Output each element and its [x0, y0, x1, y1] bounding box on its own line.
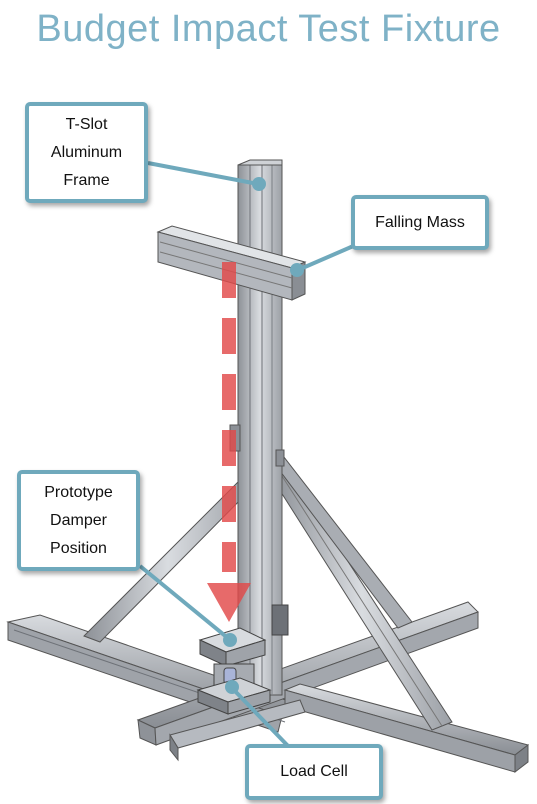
callout-frame-label: T-Slot Aluminum Frame: [50, 115, 123, 189]
diagonal-brace-back: [267, 451, 413, 629]
leader-loadcell-dot: [225, 680, 239, 694]
callout-load-cell: Load Cell: [245, 744, 383, 800]
leader-frame: [147, 161, 259, 186]
callout-frame: T-Slot Aluminum Frame: [25, 102, 148, 203]
callout-damper-label: Prototype Damper Position: [44, 483, 113, 557]
leader-frame-dot: [252, 177, 266, 191]
leader-mass: [297, 242, 359, 272]
vertical-column: [229, 159, 289, 696]
page-title: Budget Impact Test Fixture: [36, 8, 501, 50]
callout-load-cell-label: Load Cell: [280, 763, 348, 780]
callout-falling-mass: Falling Mass: [351, 195, 489, 250]
callout-falling-mass-label: Falling Mass: [375, 213, 465, 231]
leader-mass-dot: [290, 263, 304, 277]
base-rail-front: [283, 683, 530, 774]
leader-loadcell: [230, 686, 291, 749]
leader-damper-dot: [223, 633, 237, 647]
base-rail-front-left: [169, 699, 306, 762]
leader-damper: [138, 564, 231, 641]
callout-damper: Prototype Damper Position: [17, 470, 140, 571]
leader-lines: [138, 161, 359, 749]
drop-arrow: [207, 262, 251, 622]
